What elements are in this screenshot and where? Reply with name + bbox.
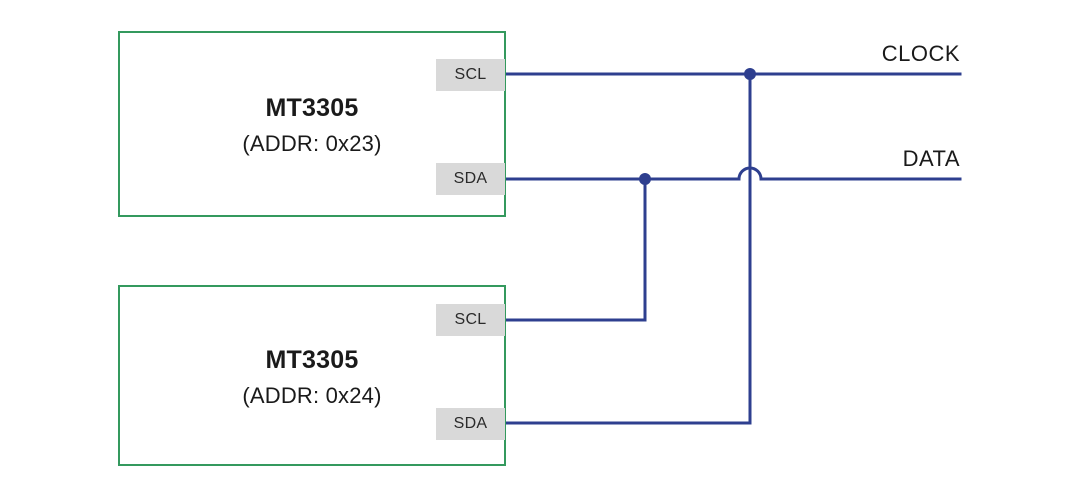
pin-label-bottom-scl: SCL bbox=[454, 311, 487, 328]
device-bottom-address: (ADDR: 0x24) bbox=[242, 383, 382, 408]
pin-pad-bottom-sda[interactable]: SDA bbox=[436, 408, 505, 440]
net-label-data: DATA bbox=[902, 146, 960, 171]
device-top-address: (ADDR: 0x23) bbox=[242, 131, 382, 156]
junction-dot-data bbox=[639, 173, 651, 185]
pin-label-top-sda: SDA bbox=[453, 170, 488, 187]
pin-pad-top-sda[interactable]: SDA bbox=[436, 163, 505, 195]
device-top-name: MT3305 bbox=[265, 94, 359, 122]
pin-pad-top-scl[interactable]: SCL bbox=[436, 59, 505, 91]
net-label-clock: CLOCK bbox=[881, 41, 960, 66]
device-bottom-name: MT3305 bbox=[265, 346, 359, 374]
wire-data-top-sda bbox=[504, 166, 962, 181]
pin-label-top-scl: SCL bbox=[454, 66, 487, 83]
pin-pad-bottom-scl[interactable]: SCL bbox=[436, 304, 505, 336]
junction-dot-clock bbox=[744, 68, 756, 80]
pin-label-bottom-sda: SDA bbox=[453, 415, 488, 432]
